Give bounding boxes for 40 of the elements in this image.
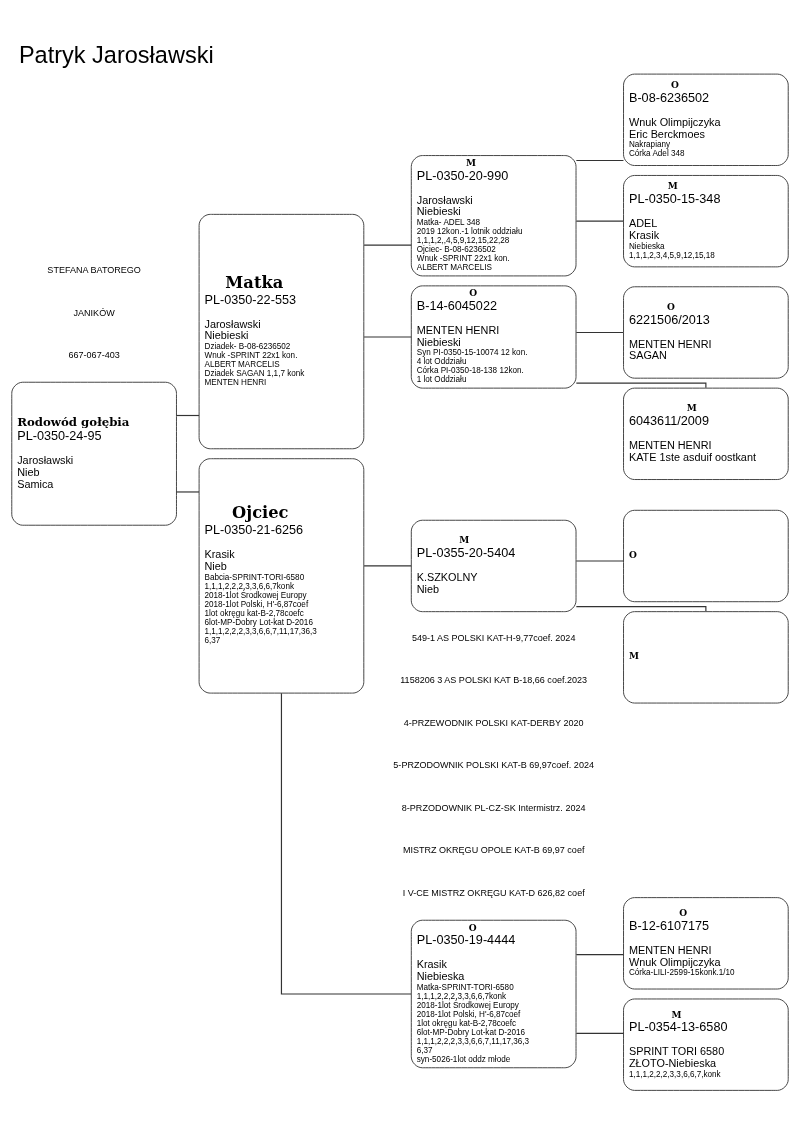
node-box: Matka PL-0350-22-553 Jarosławski Niebieski Dziadek- B-08-6236502 Wnuk -SPRINT 22x1 kon. ALBERT MARCELIS Dziadek SAGAN 1,1,7 konk MENTEN HENRI [198, 213, 365, 450]
connector [575, 382, 707, 389]
node-box: M PL-0350-15-348 ADEL Krasik Niebieska 1,1,1,2,3,4,5,9,12,15,18 [623, 175, 789, 268]
label: 8-PRZODOWNIK PL-CZ-SK Intermistrz. 2024 [401, 802, 586, 813]
label: JANIKÓW [73, 307, 115, 318]
connector [280, 692, 412, 995]
node-box: O [623, 509, 789, 603]
connector [363, 565, 412, 567]
label: 549-1 AS POLSKI KAT-H-9,77coef. 2024 [411, 632, 576, 643]
node-box: O PL-0350-19-4444 Krasik Niebieska Matka-SPRINT-TORI-6580 1,1,1,2,2,2,3,3,6,6,7konk 2018-1lot Środkowej Europy 2018-1lot Polski, H'-6,87coef 1lot okręgu kat-B-2,78coefc 6lot-MP-Dobry Lot-kat D-2016 1,1,1,2,2,2,3,3,6,6,7,11,17,36,3 6,37 syn-5026-1lot oddz młode [410, 919, 577, 1069]
node-box: M PL-0354-13-6580 SPRINT TORI 6580 ZŁOTO-Niebieska 1,1,1,2,2,2,3,3,6,6,7,konk [623, 998, 789, 1091]
label: 5-PRZODOWNIK POLSKI KAT-B 69,97coef. 2024 [393, 760, 594, 771]
label: 4-PRZEWODNIK POLSKI KAT-DERBY 2020 [403, 717, 584, 728]
node-box: M PL-0355-20-5404 K.SZKOLNY Nieb [410, 519, 577, 613]
node-box: M PL-0350-20-990 Jarosławski Niebieski Matka- ADEL 348 2019 12kon.-1 lotnik oddziału 1,1,1,2,,4,5,9,12,15,22,28 Ojciec- B-08-6236502 Wnuk -SPRINT 22x1 kon. ALBERT MARCELIS [410, 155, 577, 277]
connector [363, 244, 412, 246]
label: STEFANA BATOREGO [47, 265, 141, 276]
connector [175, 414, 200, 417]
label: MISTRZ OKRĘGU OPOLE KAT-B 69,97 coef [402, 845, 585, 856]
label: 1158206 3 AS POLSKI KAT B-18,66 coef.2023 [400, 675, 588, 686]
node-box: M 6043611/2009 MENTEN HENRI KATE 1ste asduif oostkant [623, 387, 789, 480]
label: I V-CE MISTRZ OKRĘGU KAT-D 626,82 coef [402, 887, 585, 898]
node-box: O B-12-6107175 MENTEN HENRI Wnuk Olimpijczyka Córka-LILI-2599-15konk.1/10 [623, 897, 789, 990]
node-box: Ojciec PL-0350-21-6256 Krasik Nieb Babcia-SPRINT-TORI-6580 1,1,1,2,2,2,3,3,6,6,7konk 2018-1lot Środkowej Europy 2018-1lot Polski, H'-6,87coef 1lot okręgu kat-B-2,78coefc 6lot-MP-Dobry Lot-kat D-2016 1,1,1,2,2,2,3,3,6,6,7,11,17,36,3 6,37 [198, 458, 365, 694]
node-box: O B-08-6236502 Wnuk Olimpijczyka Eric Berckmoes Nakrapiany Córka Adel 348 [623, 73, 789, 166]
label: 667-067-403 [68, 350, 120, 361]
diagram-title: Patryk Jarosławski [18, 42, 214, 69]
connector [575, 220, 625, 222]
connector [575, 1032, 625, 1034]
connector [575, 560, 625, 562]
connector [363, 336, 412, 338]
connector [575, 606, 707, 612]
node-box: M [623, 611, 789, 704]
node-box: Rodowód gołębia PL-0350-24-95 Jarosławski Nieb Samica [11, 381, 177, 526]
connector [175, 491, 200, 493]
connector [575, 159, 625, 162]
connector [575, 954, 625, 956]
node-box: O B-14-6045022 MENTEN HENRI Niebieski Syn PI-0350-15-10074 12 kon. 4 lot Oddziału Córka PI-0350-18-138 12kon. 1 lot Oddziału [410, 285, 577, 389]
node-box: O 6221506/2013 MENTEN HENRI SAGAN [623, 286, 789, 379]
connector [575, 331, 625, 334]
